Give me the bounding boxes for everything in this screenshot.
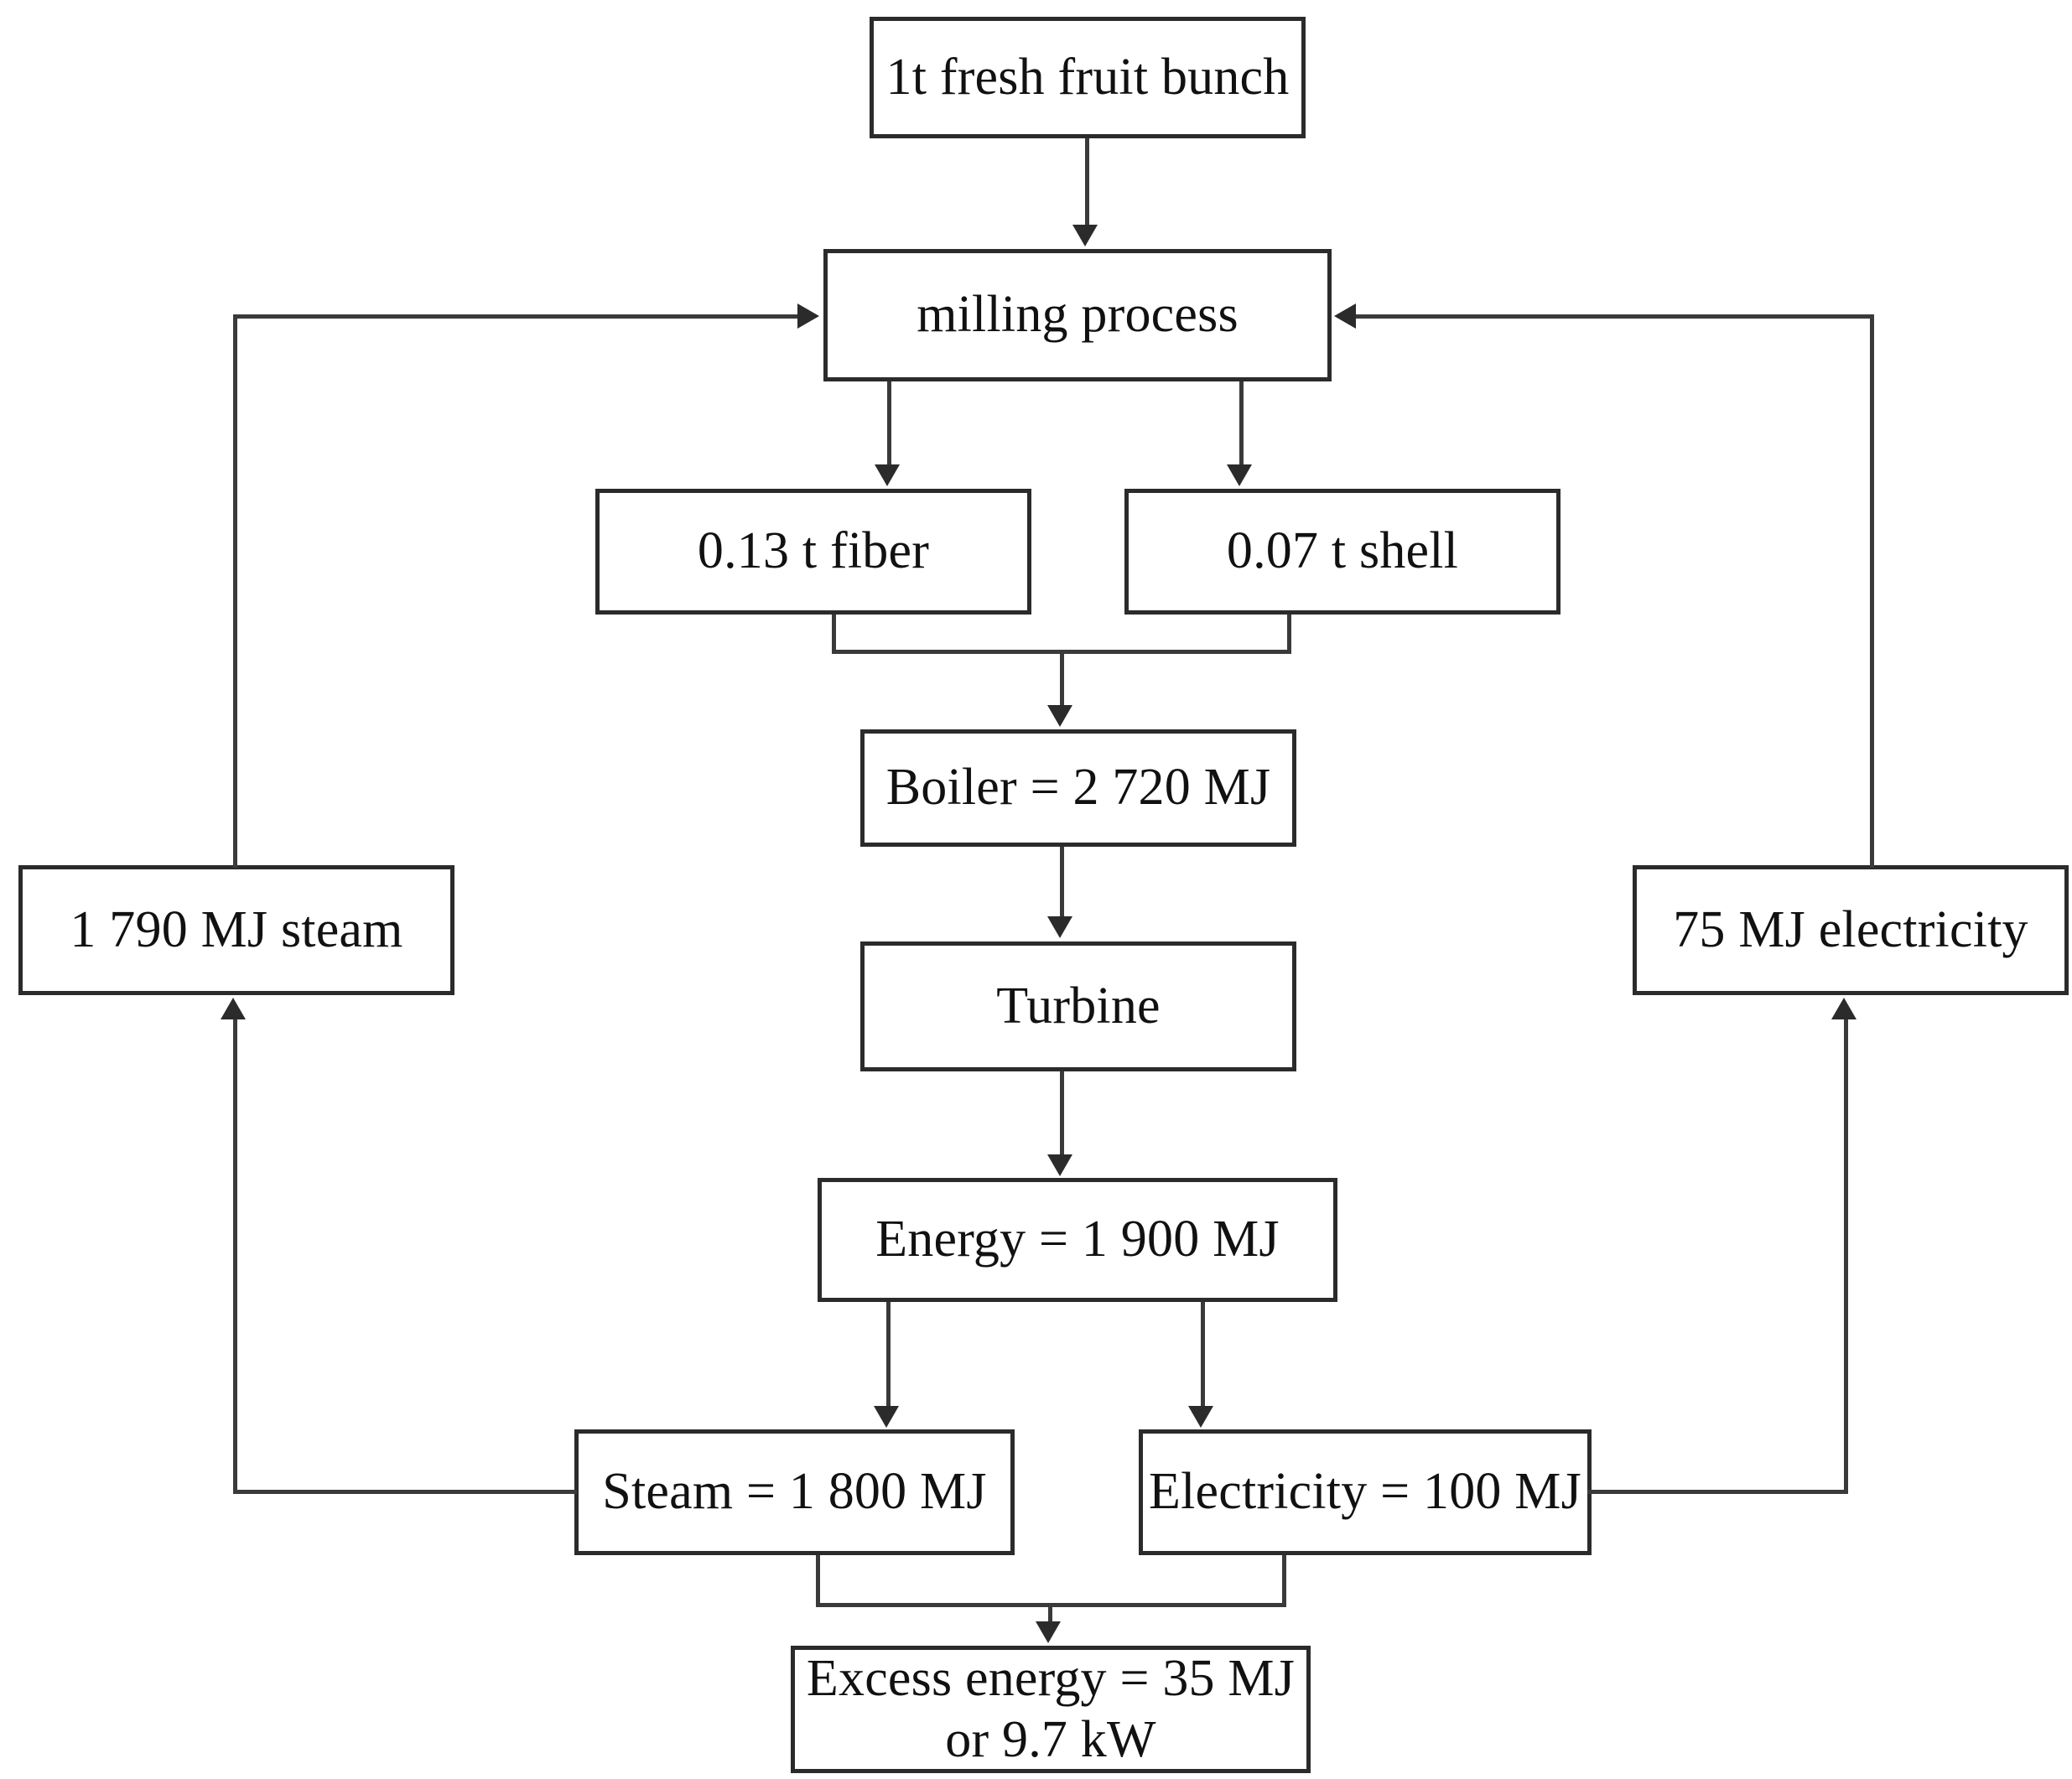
node-label-fresh-fruit-bunch: 1t fresh fruit bunch	[885, 48, 1290, 106]
edge-milling-to-fiber	[887, 381, 891, 465]
edge-energy-to-electricity	[1201, 1302, 1205, 1407]
edge-fiber-down	[832, 615, 836, 654]
node-milling-process: milling process	[823, 249, 1332, 381]
edge-milling-to-shell	[1239, 381, 1244, 465]
node-energy: Energy = 1 900 MJ	[818, 1178, 1337, 1302]
node-fresh-fruit-bunch: 1t fresh fruit bunch	[870, 17, 1306, 138]
node-label-fiber: 0.13 t fiber	[697, 522, 930, 580]
node-label-milling-process: milling process	[917, 286, 1239, 344]
node-label-turbine: Turbine	[996, 977, 1161, 1035]
edge-ffb-to-milling	[1085, 138, 1089, 231]
node-label-electricity: Electricity = 100 MJ	[1149, 1463, 1581, 1521]
node-shell: 0.07 t shell	[1124, 489, 1560, 615]
arrowhead-electricityoutput-to-milling	[1334, 303, 1356, 329]
arrowhead-steamoutput-to-milling	[797, 303, 819, 329]
edge-electricity-to-electricityoutput-v	[1844, 1019, 1848, 1493]
node-boiler: Boiler = 2 720 MJ	[860, 729, 1296, 847]
node-label-energy: Energy = 1 900 MJ	[875, 1211, 1280, 1268]
node-turbine: Turbine	[860, 941, 1296, 1071]
edge-steamoutput-to-milling-v	[233, 314, 237, 868]
arrowhead-electricity-to-electricityoutput	[1831, 998, 1856, 1019]
arrowhead-boiler-to-turbine	[1047, 916, 1072, 938]
arrowhead-energy-to-electricity	[1188, 1406, 1213, 1428]
node-label-steam: Steam = 1 800 MJ	[602, 1463, 987, 1521]
node-label-boiler: Boiler = 2 720 MJ	[885, 759, 1271, 817]
edge-steamoutput-to-milling-h	[233, 314, 799, 319]
edge-steam-down	[816, 1555, 820, 1607]
edge-boiler-to-turbine	[1060, 847, 1064, 918]
node-electricity: Electricity = 100 MJ	[1139, 1429, 1592, 1555]
node-fiber: 0.13 t fiber	[595, 489, 1031, 615]
edge-shell-down	[1287, 615, 1291, 654]
node-label-steam-output: 1 790 MJ steam	[70, 900, 403, 958]
edge-merge-to-boiler	[1060, 650, 1064, 707]
arrowhead-merge-to-boiler	[1047, 705, 1072, 727]
arrowhead-milling-to-shell	[1227, 464, 1252, 486]
arrowhead-energy-to-steam	[874, 1406, 899, 1428]
arrowhead-ffb-to-milling	[1072, 225, 1098, 246]
arrowhead-milling-to-fiber	[875, 464, 900, 486]
node-steam: Steam = 1 800 MJ	[574, 1429, 1015, 1555]
arrowhead-steam-to-steamoutput	[221, 998, 246, 1019]
edge-electricityoutput-to-milling-v	[1870, 314, 1874, 868]
edge-electricity-to-electricityoutput-h	[1587, 1490, 1848, 1494]
node-label-electricity-output: 75 MJ electricity	[1673, 900, 2028, 958]
edge-electricity-down	[1282, 1555, 1286, 1607]
edge-turbine-to-energy	[1060, 1071, 1064, 1155]
node-label-excess-energy: Excess energy = 35 MJ or 9.7 kW	[806, 1649, 1296, 1768]
node-electricity-output: 75 MJ electricity	[1633, 865, 2069, 995]
edge-merge-to-excess	[1048, 1603, 1052, 1628]
edge-electricityoutput-to-milling-h	[1356, 314, 1874, 319]
node-steam-output: 1 790 MJ steam	[18, 865, 454, 995]
edge-steam-to-steamoutput-v	[233, 1019, 237, 1493]
edge-steam-to-steamoutput-h	[233, 1490, 577, 1494]
arrowhead-turbine-to-energy	[1047, 1154, 1072, 1176]
node-label-shell: 0.07 t shell	[1226, 522, 1459, 580]
edge-energy-to-steam	[886, 1302, 891, 1407]
node-excess-energy: Excess energy = 35 MJ or 9.7 kW	[791, 1646, 1311, 1773]
arrowhead-merge-to-excess	[1036, 1621, 1061, 1643]
